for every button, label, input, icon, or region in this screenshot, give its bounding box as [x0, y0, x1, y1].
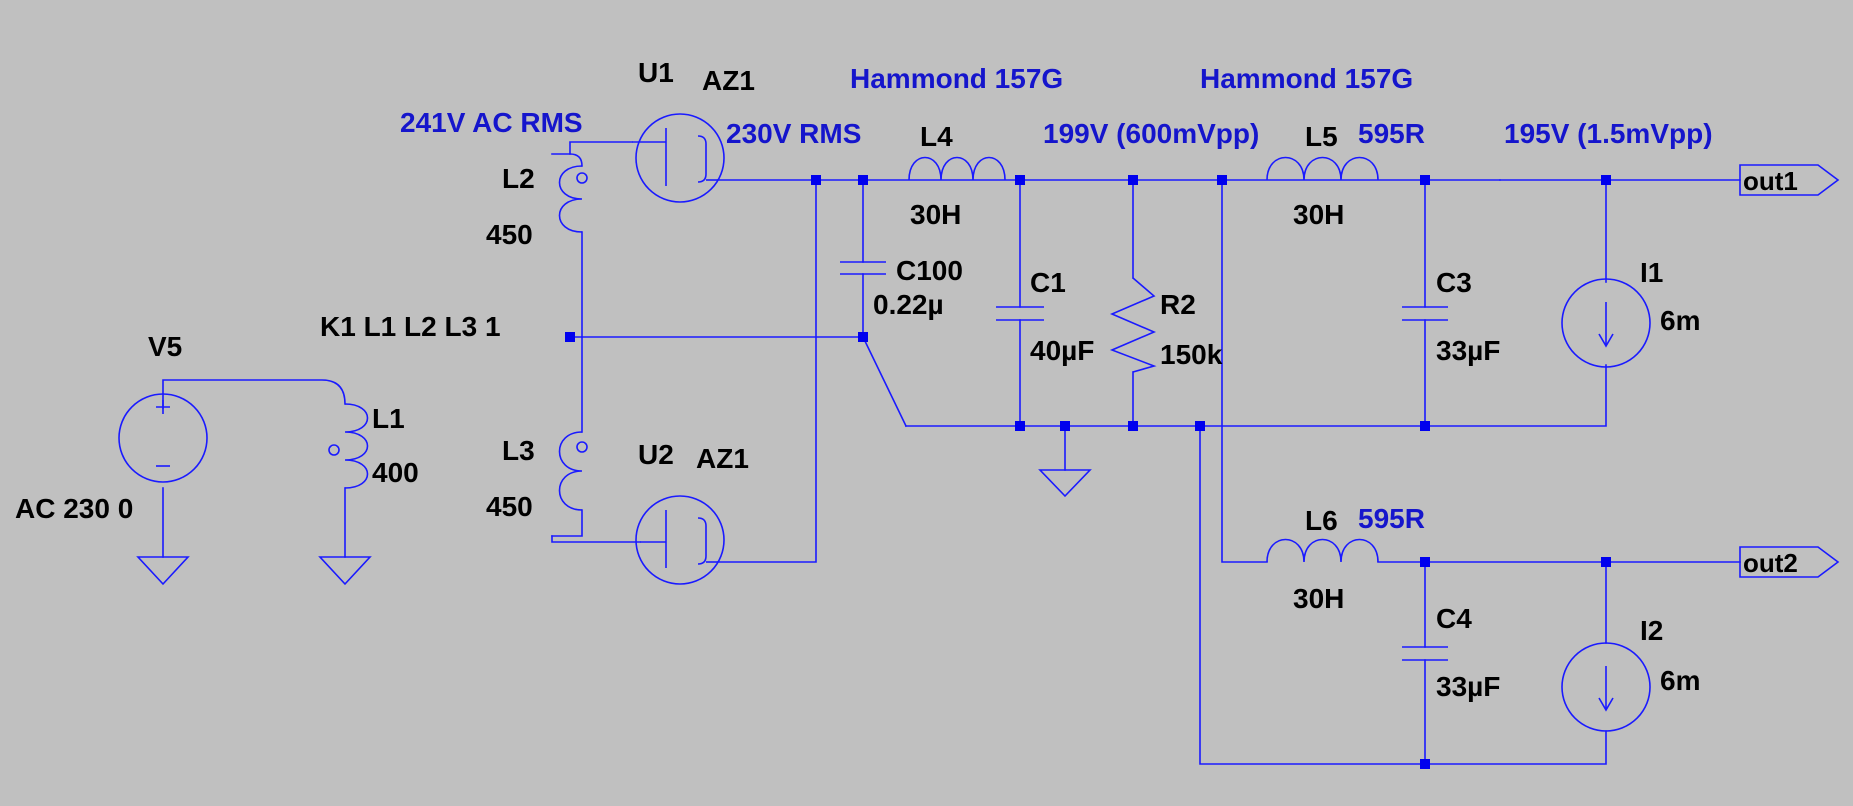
r2-value: 150k	[1160, 339, 1223, 370]
l5-name: L5	[1305, 121, 1338, 152]
l5-choke-symbol	[1266, 156, 1379, 181]
junction-dot	[565, 332, 575, 342]
c1-name: C1	[1030, 267, 1066, 298]
l5-resistance-annotation: 595R	[1358, 118, 1425, 149]
out2-port[interactable]: out2	[1739, 546, 1840, 578]
l3-value: 450	[486, 491, 533, 522]
i1-value: 6m	[1660, 305, 1700, 336]
junction-dot	[858, 175, 868, 185]
junction-dot	[1217, 175, 1227, 185]
component-labels: V5 AC 230 0 L1 400 L2 450 L3 450 K1 L1 L…	[15, 57, 1700, 702]
i1-name: I1	[1640, 257, 1663, 288]
out2-port-label: out2	[1743, 548, 1798, 578]
c1-value: 40µF	[1030, 335, 1094, 366]
out1-port[interactable]: out1	[1499, 164, 1840, 196]
l2-coil-symbol	[558, 165, 588, 233]
c100-capacitor-symbol	[840, 261, 886, 275]
choke2-model-annotation: Hammond 157G	[1200, 63, 1413, 94]
choke1-model-annotation: Hammond 157G	[850, 63, 1063, 94]
i2-current-source-symbol	[1561, 642, 1651, 732]
out1-voltage-annotation: 195V (1.5mVpp)	[1504, 118, 1713, 149]
l4-value: 30H	[910, 199, 961, 230]
junctions	[565, 175, 1611, 769]
c3-name: C3	[1436, 267, 1472, 298]
l2-name: L2	[502, 163, 535, 194]
r2-name: R2	[1160, 289, 1196, 320]
c3-value: 33µF	[1436, 335, 1500, 366]
ground-symbol	[1038, 469, 1092, 498]
i1-current-source-symbol	[1561, 278, 1651, 368]
l5-value: 30H	[1293, 199, 1344, 230]
u2-tube-symbol	[635, 495, 725, 585]
junction-dot	[811, 175, 821, 185]
l4-name: L4	[920, 121, 953, 152]
l1-value: 400	[372, 457, 419, 488]
k1-coupling-directive: K1 L1 L2 L3 1	[320, 311, 501, 342]
out1-port-label: out1	[1743, 166, 1798, 196]
c4-capacitor-symbol	[1402, 646, 1448, 661]
junction-dot	[1420, 421, 1430, 431]
junction-dot	[1420, 557, 1430, 567]
junction-dot	[1601, 557, 1611, 567]
l6-resistance-annotation: 595R	[1358, 503, 1425, 534]
u1-value: AZ1	[702, 65, 755, 96]
l3-coil-symbol	[558, 431, 588, 511]
junction-dot	[1601, 175, 1611, 185]
junction-dot	[1420, 175, 1430, 185]
junction-dot	[1128, 175, 1138, 185]
c100-value: 0.22µ	[873, 289, 944, 320]
i2-name: I2	[1640, 615, 1663, 646]
junction-dot	[1060, 421, 1070, 431]
rectifier-output-annotation: 230V RMS	[726, 118, 861, 149]
u1-tube-symbol	[632, 113, 725, 203]
u2-name: U2	[638, 439, 674, 470]
l6-value: 30H	[1293, 583, 1344, 614]
c4-value: 33µF	[1436, 671, 1500, 702]
v5-source-symbol	[118, 393, 208, 483]
l6-name: L6	[1305, 505, 1338, 536]
junction-dot	[1128, 421, 1138, 431]
junction-dot	[1195, 421, 1205, 431]
v5-name: V5	[148, 331, 182, 362]
junction-dot	[858, 332, 868, 342]
annotations: 241V AC RMS 230V RMS Hammond 157G Hammon…	[400, 63, 1713, 534]
c100-name: C100	[896, 255, 963, 286]
ground-symbol	[318, 556, 372, 586]
l1-coil-symbol	[328, 403, 369, 489]
c1-capacitor-symbol	[996, 306, 1044, 321]
junction-dot	[1015, 421, 1025, 431]
c4-name: C4	[1436, 603, 1472, 634]
v5-value: AC 230 0	[15, 493, 133, 524]
l3-name: L3	[502, 435, 535, 466]
l4-choke-symbol	[908, 156, 1006, 181]
node1-voltage-annotation: 199V (600mVpp)	[1043, 118, 1259, 149]
u2-value: AZ1	[696, 443, 749, 474]
l2-value: 450	[486, 219, 533, 250]
u1-name: U1	[638, 57, 674, 88]
junction-dot	[1420, 759, 1430, 769]
i2-value: 6m	[1660, 665, 1700, 696]
secondary-voltage-annotation: 241V AC RMS	[400, 107, 583, 138]
l6-choke-symbol	[1266, 538, 1379, 563]
l1-name: L1	[372, 403, 405, 434]
junction-dot	[1015, 175, 1025, 185]
c3-capacitor-symbol	[1402, 306, 1448, 321]
ground-symbol	[136, 556, 190, 586]
r2-resistor-symbol	[1109, 277, 1157, 373]
wires	[162, 141, 1741, 765]
